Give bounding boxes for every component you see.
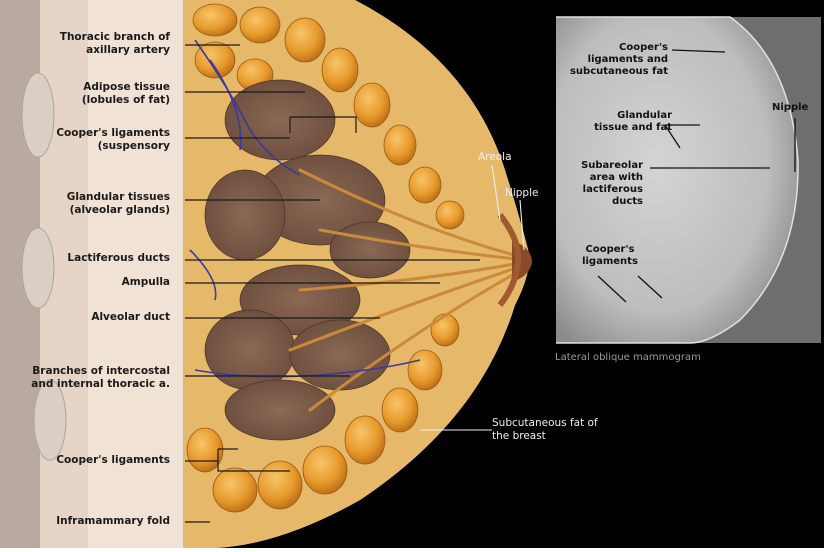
label-line: lactiferous (583, 184, 643, 195)
label-line: (alveolar glands) (70, 204, 170, 216)
label-line: Areola (478, 151, 512, 163)
label-inframammary: Inframammary fold (56, 515, 170, 527)
label-areola: Areola (478, 151, 512, 163)
label-glandular: Glandular tissues(alveolar glands) (67, 191, 170, 216)
label-line: the breast (492, 430, 546, 442)
label-line: Lactiferous ducts (67, 252, 170, 264)
label-line: Cooper's ligaments (56, 127, 170, 139)
label-line: Alveolar duct (91, 311, 170, 323)
label-line: Branches of intercostal (32, 365, 170, 377)
label-line: (suspensory (98, 140, 171, 152)
label-line: area with (590, 172, 643, 183)
label-line: ligaments and (588, 54, 668, 65)
label-line: Subareolar (581, 160, 643, 171)
label-line: Adipose tissue (83, 81, 170, 93)
label-line: (lobules of fat) (82, 94, 170, 106)
label-line: Glandular tissues (67, 191, 170, 203)
label-lactiferous: Lactiferous ducts (67, 252, 170, 264)
label-ampulla: Ampulla (122, 276, 170, 288)
label-coopers-bottom: Cooper's ligaments (56, 454, 170, 466)
label-line: and internal thoracic a. (31, 378, 170, 390)
label-alveolar-duct: Alveolar duct (91, 311, 170, 323)
label-line: Subcutaneous fat of (492, 417, 598, 429)
label-line: subcutaneous fat (570, 66, 668, 77)
label-line: Inframammary fold (56, 515, 170, 527)
label-line: Ampulla (122, 276, 170, 288)
label-line: ducts (612, 196, 643, 207)
label-line: Nipple (772, 102, 809, 113)
label-line: Thoracic branch of (60, 31, 171, 43)
label-adipose: Adipose tissue(lobules of fat) (82, 81, 170, 106)
label-line: tissue and fat (594, 122, 672, 133)
label-line: Cooper's (586, 244, 635, 255)
label-m-nipple: Nipple (772, 102, 809, 113)
label-line: Glandular (617, 110, 672, 121)
label-nipple: Nipple (505, 187, 538, 199)
label-line: ligaments (582, 256, 638, 267)
mammogram-caption: Lateral oblique mammogram (555, 352, 701, 363)
label-line: Cooper's (619, 42, 668, 53)
label-line: Cooper's ligaments (56, 454, 170, 466)
label-line: axillary artery (86, 44, 170, 56)
label-line: Nipple (505, 187, 538, 199)
